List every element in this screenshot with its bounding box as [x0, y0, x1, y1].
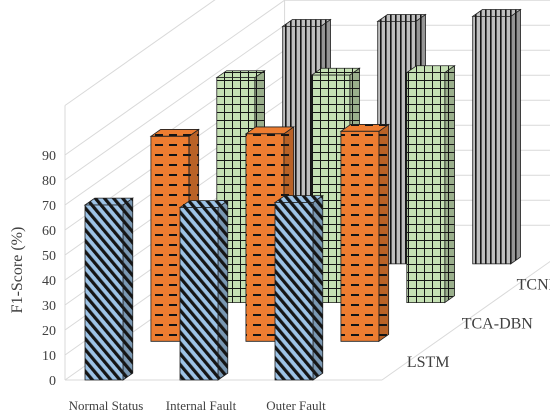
- bar-side: [122, 197, 134, 381]
- bar-side: [510, 8, 521, 265]
- bar: [471, 8, 522, 265]
- series-label: TCA-DBN: [462, 315, 534, 332]
- y-tick-label: 90: [42, 149, 56, 164]
- x-tick-label: Internal Fault: [166, 398, 237, 413]
- bar-front: [472, 15, 512, 265]
- bar-front: [150, 135, 190, 342]
- bar: [339, 123, 390, 343]
- y-tick-label: 10: [42, 349, 56, 364]
- y-tick-label: 30: [42, 299, 56, 314]
- y-tick-label: 70: [42, 199, 56, 214]
- x-tick-label: Normal Status: [69, 398, 144, 413]
- y-axis: 0 10 20 30 40 50 60 70 80 90: [42, 149, 56, 389]
- bar-front: [245, 133, 285, 342]
- bar-side: [312, 194, 324, 381]
- y-tick-label: 0: [49, 374, 56, 389]
- bar-side: [378, 123, 390, 343]
- bar: [83, 197, 135, 381]
- bar-side: [217, 199, 229, 381]
- y-tick-label: 40: [42, 274, 56, 289]
- bar-front: [179, 207, 219, 381]
- series-label: LSTM: [407, 354, 450, 371]
- floor-edge: [381, 260, 550, 381]
- bars: [83, 8, 522, 381]
- y-tick-label: 80: [42, 174, 56, 189]
- bar-side: [444, 64, 455, 304]
- bar-front: [84, 204, 124, 381]
- y-axis-label: F1-Score (%): [9, 227, 26, 314]
- bar-front: [340, 130, 380, 342]
- bar-front: [274, 202, 314, 381]
- bar: [178, 199, 230, 381]
- y-tick-label: 20: [42, 324, 56, 339]
- bar: [273, 194, 325, 381]
- y-tick-label: 60: [42, 224, 56, 239]
- bar: [405, 64, 456, 304]
- bar-front: [406, 72, 446, 304]
- wall-edge: [64, 0, 216, 106]
- x-axis: Normal Status Internal Fault Outer Fault: [69, 398, 327, 413]
- y-tick-label: 50: [42, 249, 56, 264]
- series-label: TCNN: [517, 277, 550, 294]
- x-tick-label: Outer Fault: [266, 398, 326, 413]
